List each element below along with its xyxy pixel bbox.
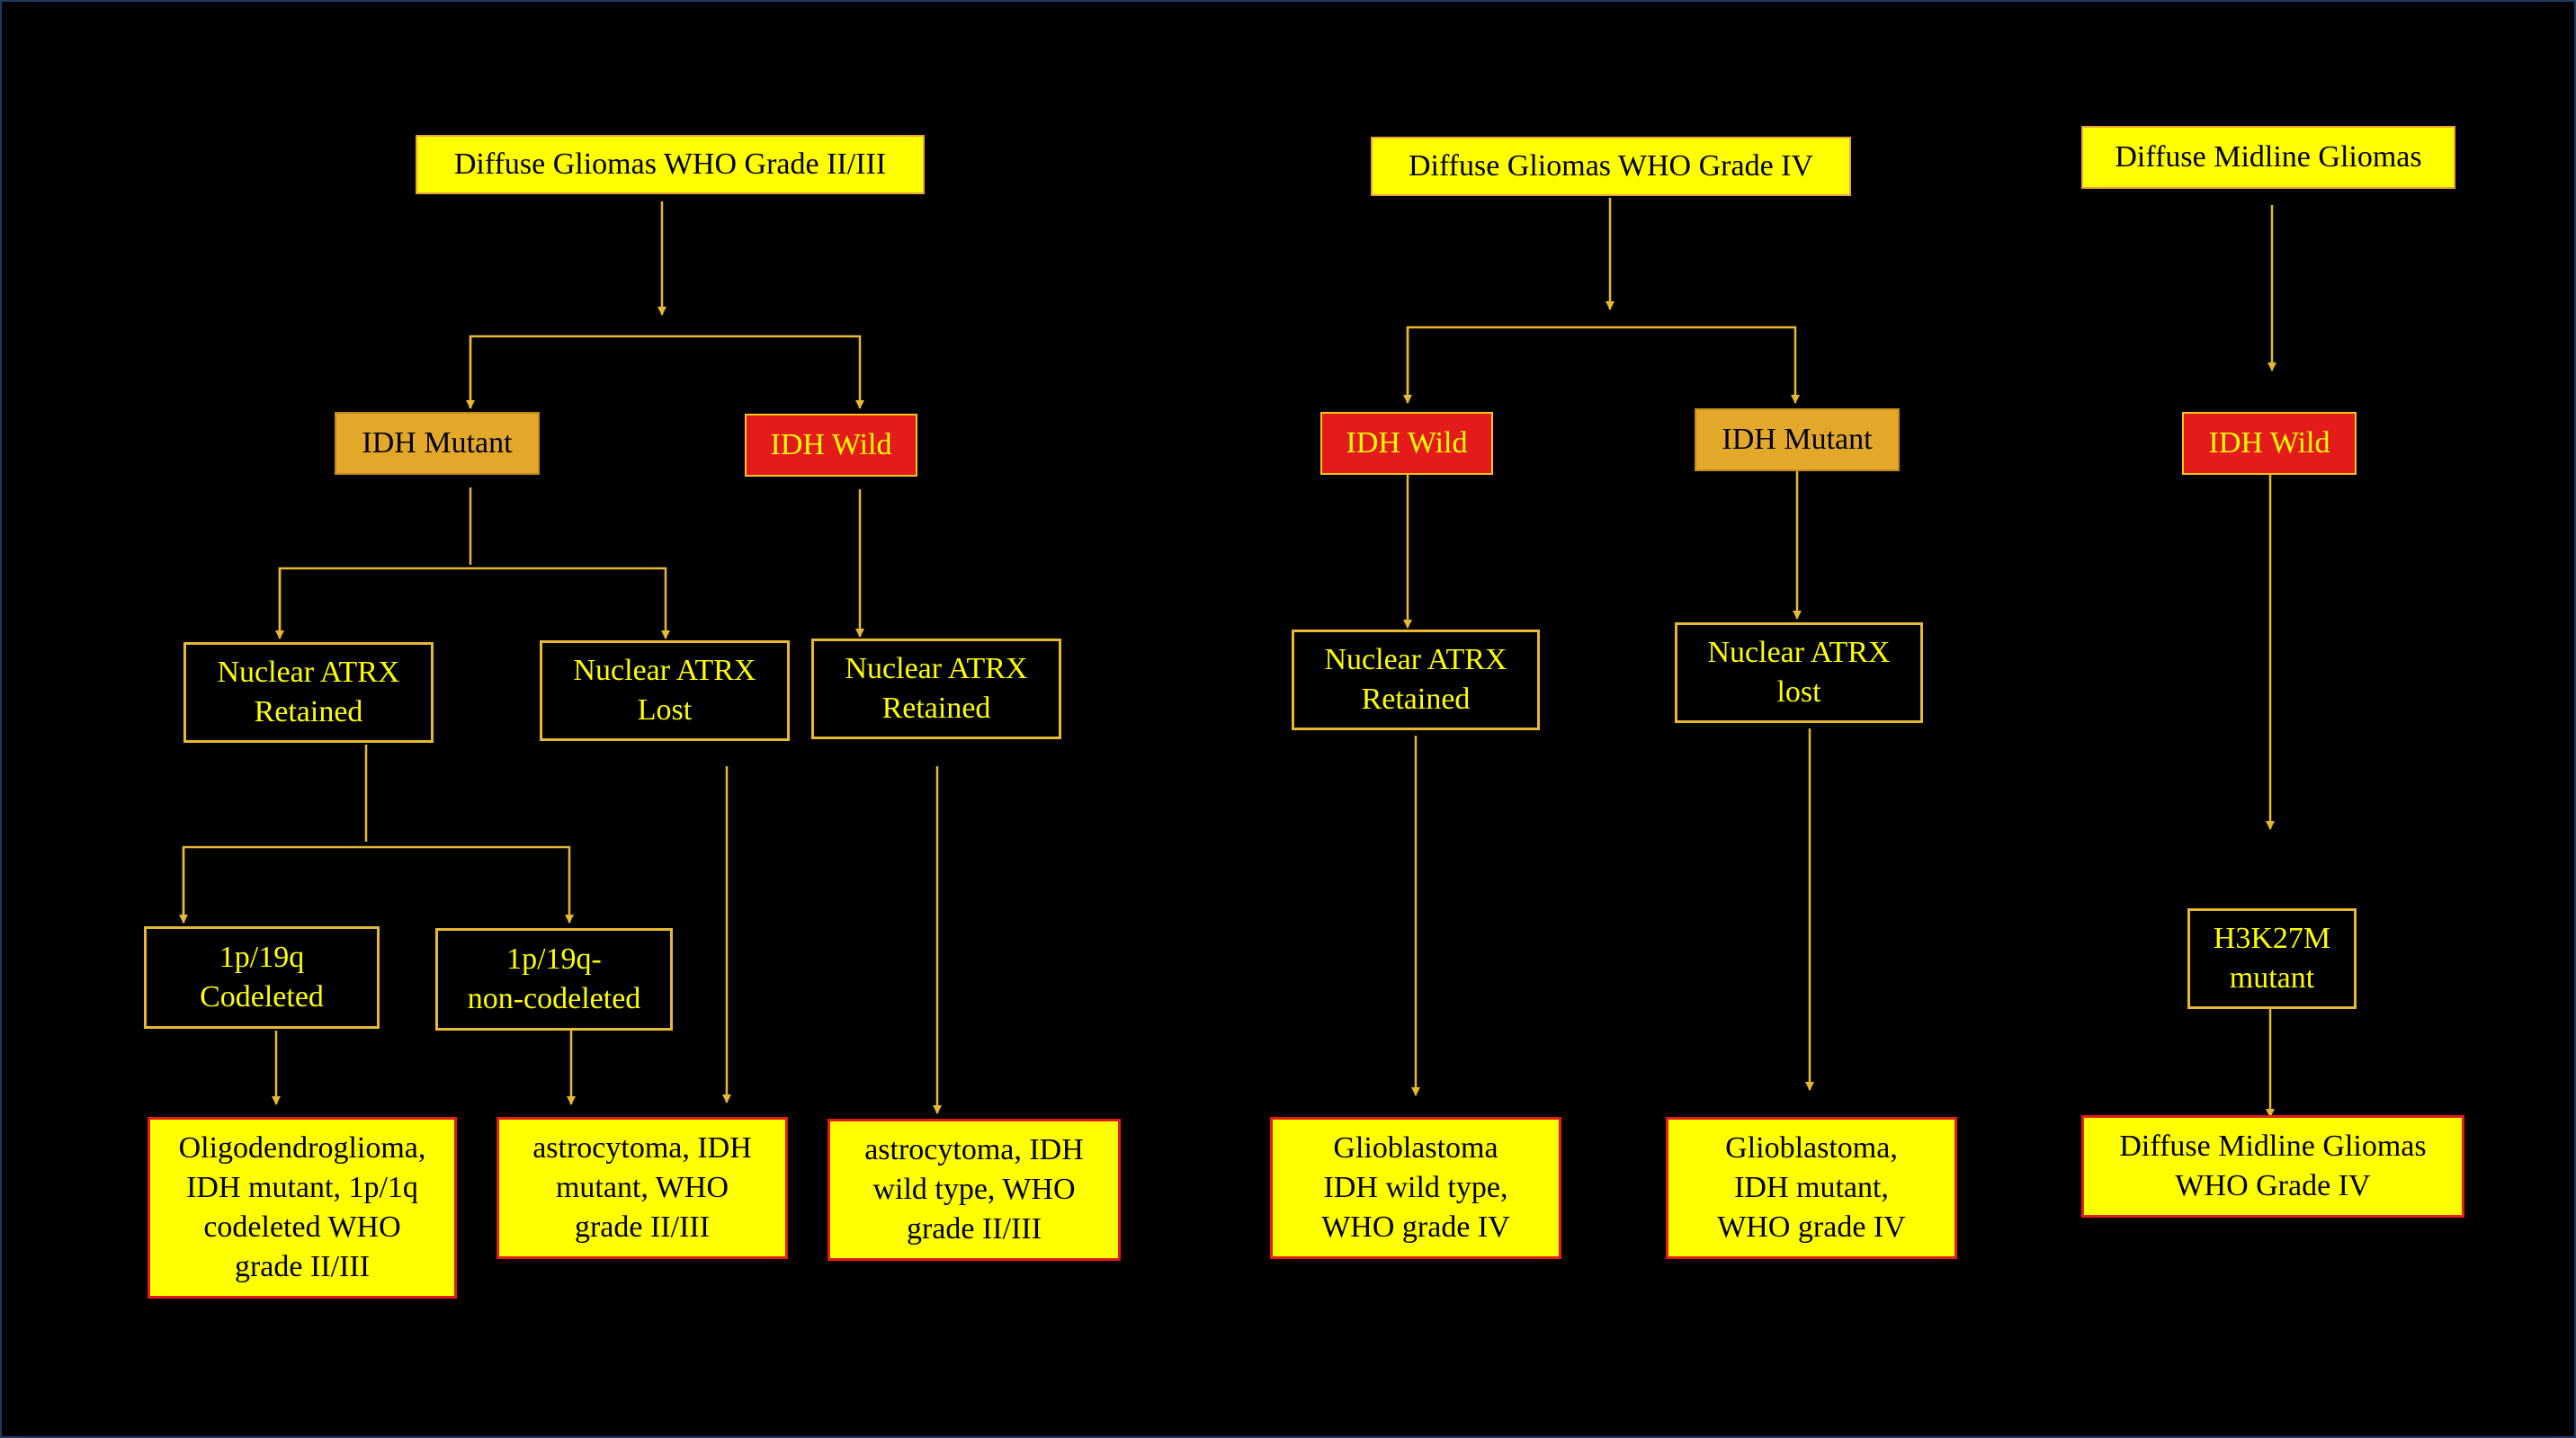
node-nuclear-atrx-retained: Nuclear ATRX Retained	[1292, 630, 1540, 730]
node-line: H3K27M	[2213, 922, 2331, 955]
node-line: Glioblastoma,	[1725, 1131, 1898, 1165]
result-astrocytoma-idh-mutant: astrocytoma, IDH mutant, WHO grade II/II…	[496, 1117, 788, 1259]
result-glioblastoma-idh-wild: Glioblastoma IDH wild type, WHO grade IV	[1270, 1117, 1561, 1259]
node-line: grade II/III	[906, 1212, 1042, 1246]
node-line: 1p/19q-	[506, 942, 602, 976]
node-line: IDH Mutant	[1722, 423, 1873, 456]
node-line: IDH Wild	[770, 428, 892, 461]
node-line: WHO grade IV	[1321, 1210, 1510, 1244]
node-line: IDH Wild	[2208, 426, 2330, 460]
node-line: non-codeleted	[467, 982, 641, 1015]
node-line: Diffuse Gliomas WHO Grade II/III	[453, 147, 887, 181]
node-diffuse-midline-gliomas: Diffuse Midline Gliomas	[2081, 126, 2455, 189]
node-diffuse-gliomas-grade-4: Diffuse Gliomas WHO Grade IV	[1371, 137, 1851, 196]
node-line: astrocytoma, IDH	[532, 1131, 752, 1165]
node-line: Diffuse Gliomas WHO Grade IV	[1408, 149, 1814, 183]
node-line: lost	[1776, 675, 1821, 709]
node-nuclear-atrx-retained: Nuclear ATRX Retained	[183, 642, 434, 743]
result-glioblastoma-idh-mutant: Glioblastoma, IDH mutant, WHO grade IV	[1666, 1117, 1957, 1259]
node-line: Diffuse Midline Gliomas	[2119, 1130, 2427, 1163]
node-h3k27m-mutant: H3K27M mutant	[2187, 908, 2357, 1009]
node-line: Diffuse Midline Gliomas	[2115, 140, 2422, 174]
node-line: grade II/III	[234, 1250, 371, 1283]
result-oligodendroglioma: Oligodendroglioma, IDH mutant, 1p/1q cod…	[148, 1117, 457, 1299]
node-line: WHO Grade IV	[2175, 1169, 2371, 1202]
node-line: Retained	[1361, 683, 1471, 716]
node-line: 1p/19q	[219, 941, 305, 974]
node-line: wild type, WHO	[872, 1173, 1076, 1206]
node-line: Oligodendroglioma,	[178, 1131, 426, 1165]
node-line: Nuclear ATRX	[1324, 643, 1507, 676]
node-line: Nuclear ATRX	[845, 652, 1028, 685]
node-line: Codeleted	[200, 980, 324, 1014]
node-line: codeleted WHO	[203, 1210, 401, 1244]
connector-dg23-split	[469, 335, 864, 409]
node-line: mutant, WHO	[555, 1171, 729, 1204]
node-nuclear-atrx-lost: Nuclear ATRX lost	[1675, 622, 1923, 723]
node-idh-mutant: IDH Mutant	[1695, 408, 1900, 471]
node-line: Nuclear ATRX	[1707, 636, 1891, 669]
result-astrocytoma-idh-wild: astrocytoma, IDH wild type, WHO grade II…	[827, 1119, 1121, 1261]
node-idh-mutant: IDH Mutant	[335, 412, 540, 475]
node-idh-wild: IDH Wild	[2182, 412, 2357, 475]
node-idh-wild: IDH Wild	[745, 414, 917, 477]
node-nuclear-atrx-retained: Nuclear ATRX Retained	[811, 639, 1061, 739]
node-line: Nuclear ATRX	[573, 654, 756, 687]
node-idh-wild: IDH Wild	[1320, 412, 1493, 475]
result-diffuse-midline-gliomas-grade-4: Diffuse Midline Gliomas WHO Grade IV	[2081, 1115, 2464, 1218]
node-diffuse-gliomas-grade-2-3: Diffuse Gliomas WHO Grade II/III	[416, 135, 925, 194]
node-1p19q-codeleted: 1p/19q Codeleted	[144, 926, 380, 1029]
connector-idh-mut-split	[278, 567, 670, 639]
connector-atrx-ret-split	[182, 845, 574, 924]
node-line: IDH mutant, 1p/1q	[186, 1171, 418, 1204]
node-line: Lost	[637, 693, 693, 727]
node-line: IDH wild type,	[1323, 1171, 1508, 1204]
connector-dg4-split	[1406, 326, 1800, 404]
node-line: WHO grade IV	[1717, 1210, 1906, 1244]
node-line: astrocytoma, IDH	[864, 1133, 1084, 1166]
node-1p19q-non-codeleted: 1p/19q- non-codeleted	[435, 928, 673, 1031]
node-line: IDH Mutant	[362, 426, 513, 460]
node-line: Retained	[254, 695, 363, 728]
node-line: Nuclear ATRX	[217, 656, 400, 689]
node-line: Retained	[881, 692, 991, 725]
node-line: Glioblastoma	[1333, 1131, 1498, 1165]
node-line: IDH mutant,	[1734, 1171, 1889, 1204]
node-nuclear-atrx-lost: Nuclear ATRX Lost	[540, 640, 790, 741]
node-line: IDH Wild	[1346, 426, 1468, 460]
node-line: grade II/III	[574, 1210, 711, 1244]
node-line: mutant	[2229, 961, 2315, 995]
